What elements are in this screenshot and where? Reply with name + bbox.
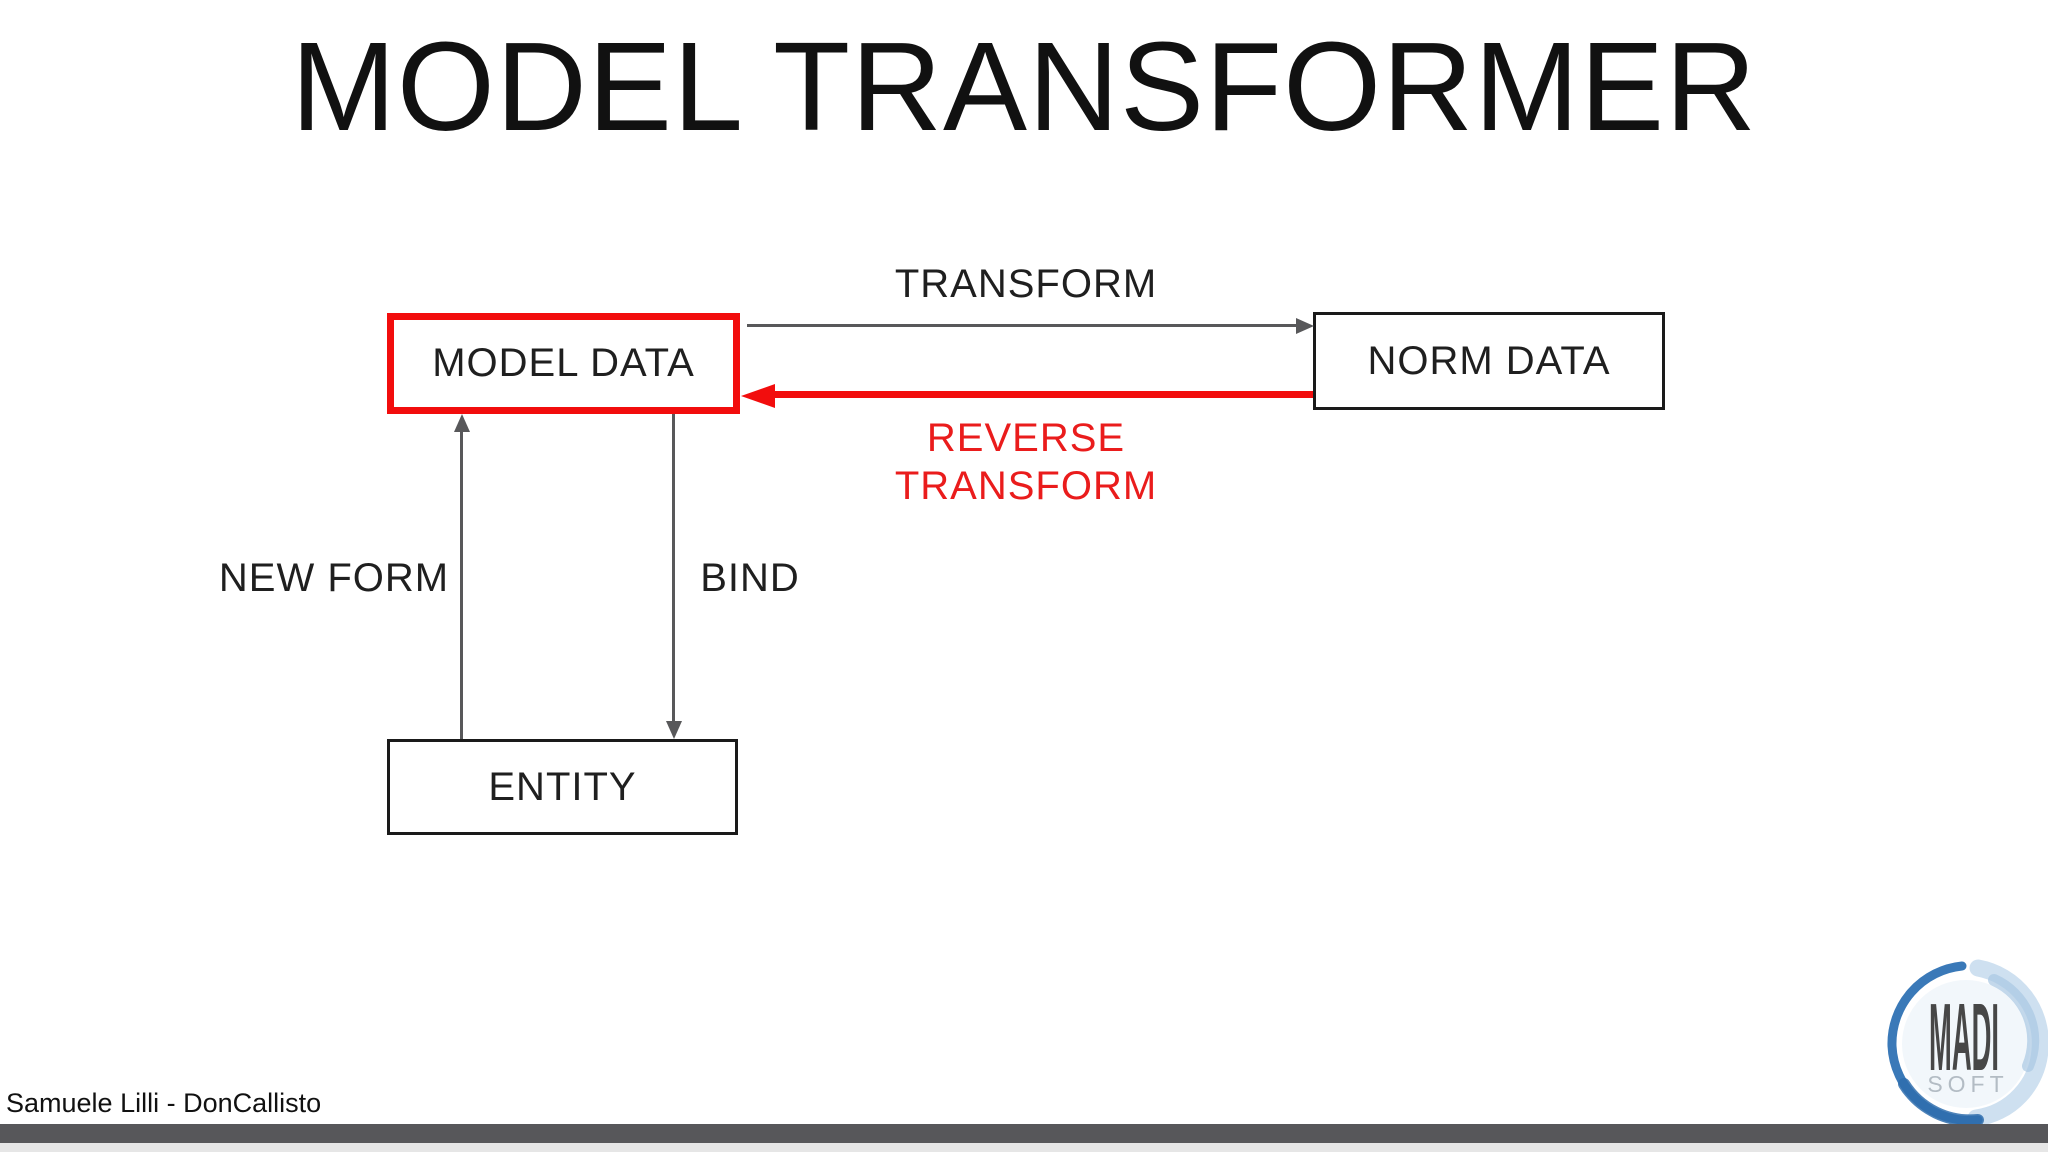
arrow-left-icon: [741, 384, 775, 408]
madisoft-logo-icon: MADI SOFT: [1887, 959, 2048, 1127]
author-credit: Samuele Lilli - DonCallisto: [6, 1088, 322, 1118]
logo-text-soft: SOFT: [1927, 1071, 2008, 1097]
node-model-data: MODEL DATA: [387, 313, 740, 414]
arrow-down-icon: [666, 721, 682, 739]
node-entity-label: ENTITY: [488, 764, 637, 809]
node-model-data-label: MODEL DATA: [432, 341, 695, 385]
reverse-transform-arrow-line: [772, 391, 1313, 398]
new-form-edge-label: NEW FORM: [218, 556, 450, 600]
arrow-up-icon: [454, 414, 470, 432]
transform-arrow-line: [747, 324, 1297, 327]
bind-arrow-line: [672, 414, 675, 722]
transform-edge-label: TRANSFORM: [894, 262, 1158, 306]
node-entity: ENTITY: [387, 739, 738, 835]
node-norm-data-label: NORM DATA: [1367, 338, 1611, 383]
node-norm-data: NORM DATA: [1313, 312, 1665, 410]
logo-text-madi: MADI: [1929, 984, 1999, 1091]
page-title: MODEL TRANSFORMER: [290, 16, 1758, 157]
new-form-arrow-line: [460, 431, 463, 739]
footer-bar-bottom-strip: [0, 1143, 2048, 1152]
reverse-transform-label-line1: REVERSE: [926, 416, 1126, 460]
bind-edge-label: BIND: [700, 556, 800, 600]
reverse-transform-edge-label: REVERSE TRANSFORM: [826, 414, 1226, 510]
arrow-right-icon: [1296, 318, 1314, 334]
reverse-transform-label-line2: TRANSFORM: [894, 464, 1158, 508]
footer-bar: [0, 1124, 2048, 1143]
